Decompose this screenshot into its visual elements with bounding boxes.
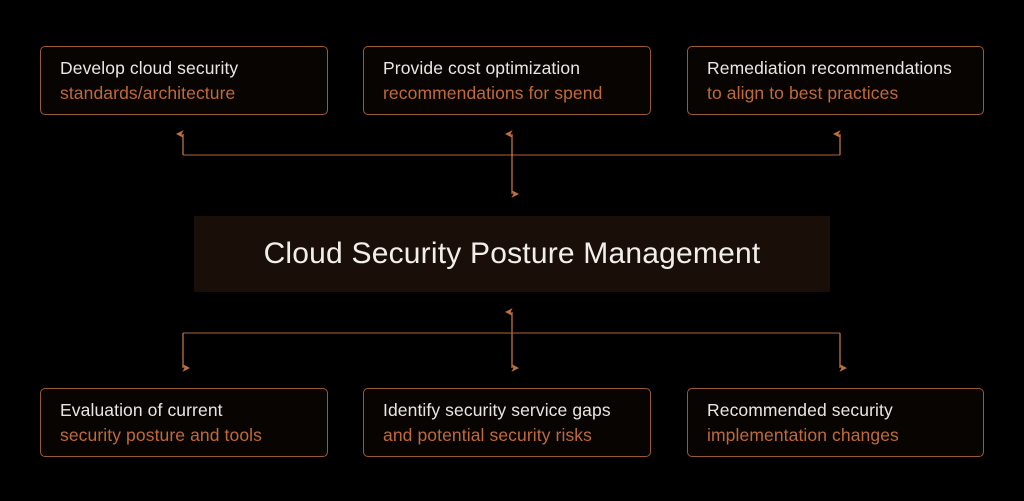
top-node-3-line2: to align to best practices <box>707 82 899 103</box>
top-node-1[interactable]: Develop cloud security standards/archite… <box>40 46 328 115</box>
bottom-node-3[interactable]: Recommended security implementation chan… <box>687 388 984 457</box>
bottom-node-1-line2: security posture and tools <box>60 424 263 445</box>
center-node-cspm[interactable]: Cloud Security Posture Management <box>194 216 830 292</box>
bottom-node-2[interactable]: Identify security service gaps and poten… <box>363 388 651 457</box>
bottom-node-1-line1: Evaluation of current <box>60 399 223 420</box>
bottom-node-2-line2: and potential security risks <box>383 424 593 445</box>
top-node-3-line1: Remediation recommendations <box>707 57 952 78</box>
bottom-node-3-line1: Recommended security <box>707 399 893 420</box>
bottom-node-3-line2: implementation changes <box>707 424 899 445</box>
top-node-2-line1: Provide cost optimization <box>383 57 581 78</box>
top-node-2[interactable]: Provide cost optimization recommendation… <box>363 46 651 115</box>
top-node-1-line2: standards/architecture <box>60 82 236 103</box>
top-node-2-line2: recommendations for spend <box>383 82 603 103</box>
center-node-title: Cloud Security Posture Management <box>263 237 761 270</box>
bottom-node-2-line1: Identify security service gaps <box>383 399 611 420</box>
bottom-node-1[interactable]: Evaluation of current security posture a… <box>40 388 328 457</box>
top-connector-group <box>176 130 841 198</box>
bottom-connector-group <box>182 308 847 372</box>
top-node-1-line1: Develop cloud security <box>60 57 239 78</box>
top-node-3[interactable]: Remediation recommendations to align to … <box>687 46 984 115</box>
